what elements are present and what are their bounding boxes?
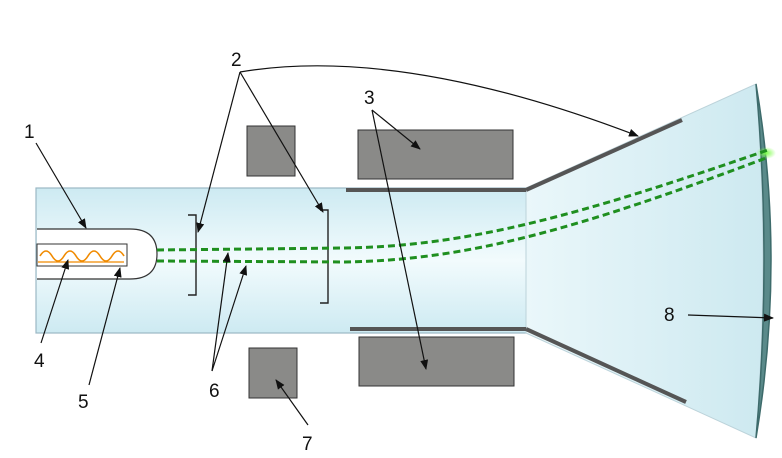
electron-beam-upper [156,148,769,252]
label-3: 3 [364,88,375,109]
fluorescent-screen [755,83,772,439]
coil-block-large-top [357,129,514,180]
label-7: 7 [302,434,313,455]
leader-1 [35,142,87,229]
label-6: 6 [209,381,220,402]
label-2: 2 [231,50,242,71]
coil-block-small-top [246,125,296,177]
leader-6b [211,265,248,372]
leader-2a [196,71,241,233]
beam-spot [756,147,776,159]
electron-beam-lower [156,156,767,264]
anode-bracket-1 [188,214,197,296]
leader-5 [88,267,122,386]
anode-bracket-2 [320,209,329,304]
label-1: 1 [24,122,35,143]
leader-2c [239,65,639,137]
coil-block-large-bottom [358,336,515,387]
leader-7 [275,379,309,426]
heater-filament [39,250,125,262]
leader-3b [371,109,429,370]
coil-block-small-bottom [248,347,298,399]
label-5: 5 [78,392,89,413]
label-4: 4 [34,351,45,372]
leader-8 [687,313,774,322]
leader-3a [371,109,421,150]
deflection-plate-bottom-bell [525,327,687,404]
deflection-plate-top-bell [525,118,683,192]
label-8: 8 [664,305,675,326]
leader-4 [40,259,70,344]
leader-2b [239,71,324,213]
leader-6a [211,252,231,372]
